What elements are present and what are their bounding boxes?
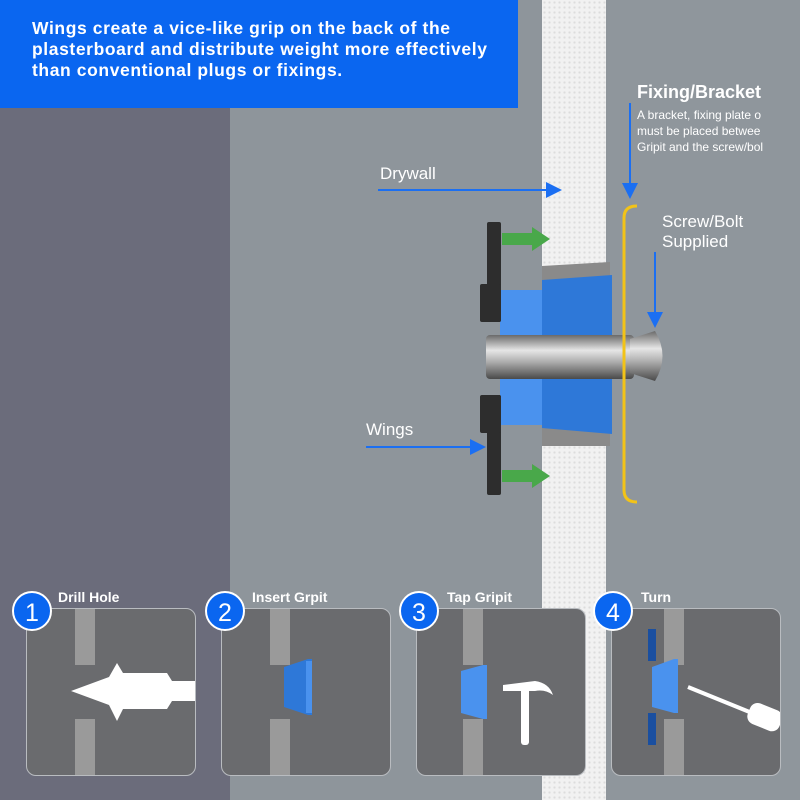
- step-4-panel: [611, 608, 781, 776]
- bolt-shaft: [486, 335, 634, 379]
- hammer-icon: [461, 609, 553, 775]
- insert-illustration: [270, 609, 312, 775]
- wedge-top: [542, 262, 610, 280]
- fixing-desc-line1: A bracket, fixing plate o: [637, 108, 762, 122]
- step-4-title: Turn: [641, 589, 672, 605]
- wing-bottom-step: [480, 395, 501, 433]
- wing-top-step: [480, 284, 501, 322]
- step-3-panel: [416, 608, 586, 776]
- info-banner: Wings create a vice-like grip on the bac…: [0, 0, 518, 108]
- drywall-label: Drywall: [380, 164, 436, 183]
- wedge-bottom: [542, 428, 610, 446]
- step-2-panel: [221, 608, 391, 776]
- fixing-title: Fixing/Bracket: [637, 82, 762, 102]
- step-1-badge: 1: [12, 591, 52, 631]
- top-wall-strip: [518, 0, 542, 108]
- screw-label-line2: Supplied: [662, 232, 729, 251]
- bolt-head: [630, 331, 663, 381]
- step-1-title: Drill Hole: [58, 589, 120, 605]
- bracket-line: [622, 204, 638, 504]
- step-1-panel: [26, 608, 196, 776]
- fixing-desc-line3: Gripit and the screw/bol: [637, 140, 764, 154]
- green-arrow-bottom: [502, 464, 550, 488]
- step-3-badge: 3: [399, 591, 439, 631]
- step-3-title: Tap Gripit: [447, 589, 513, 605]
- drill-bit-icon: [71, 609, 195, 775]
- step-2-title: Insert Grpit: [252, 589, 328, 605]
- step-2-badge: 2: [205, 591, 245, 631]
- green-arrow-top: [502, 227, 550, 251]
- banner-text: Wings create a vice-like grip on the bac…: [32, 18, 488, 80]
- wings-label: Wings: [366, 420, 414, 439]
- step-4-badge: 4: [593, 591, 633, 631]
- screwdriver-icon: [648, 609, 780, 775]
- screw-label-line1: Screw/Bolt: [662, 212, 744, 231]
- fixing-desc-line2: must be placed betwee: [637, 124, 761, 138]
